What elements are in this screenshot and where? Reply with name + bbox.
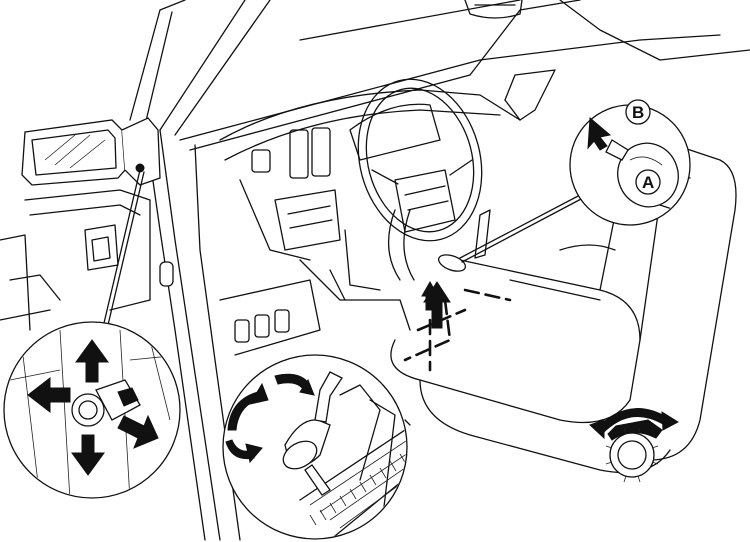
seat-knob-icon	[605, 427, 659, 483]
steering-wheel	[357, 78, 483, 242]
mirror-adjust-arrows-icon	[27, 339, 159, 476]
seat-release-lever	[437, 194, 584, 272]
seatback-recline-knob	[589, 408, 679, 441]
steering-lock-callout	[222, 354, 411, 540]
side-mirror	[21, 117, 161, 343]
callout-label-b: B	[632, 103, 644, 122]
callout-label-a: A	[642, 173, 654, 192]
rotate-arrows-icon	[225, 373, 315, 464]
lumbar-pump-callout: B A	[569, 99, 691, 226]
seat-height-arrow-icon	[423, 281, 451, 329]
dashboard	[219, 69, 556, 356]
rear-view-mirror	[464, 0, 523, 19]
